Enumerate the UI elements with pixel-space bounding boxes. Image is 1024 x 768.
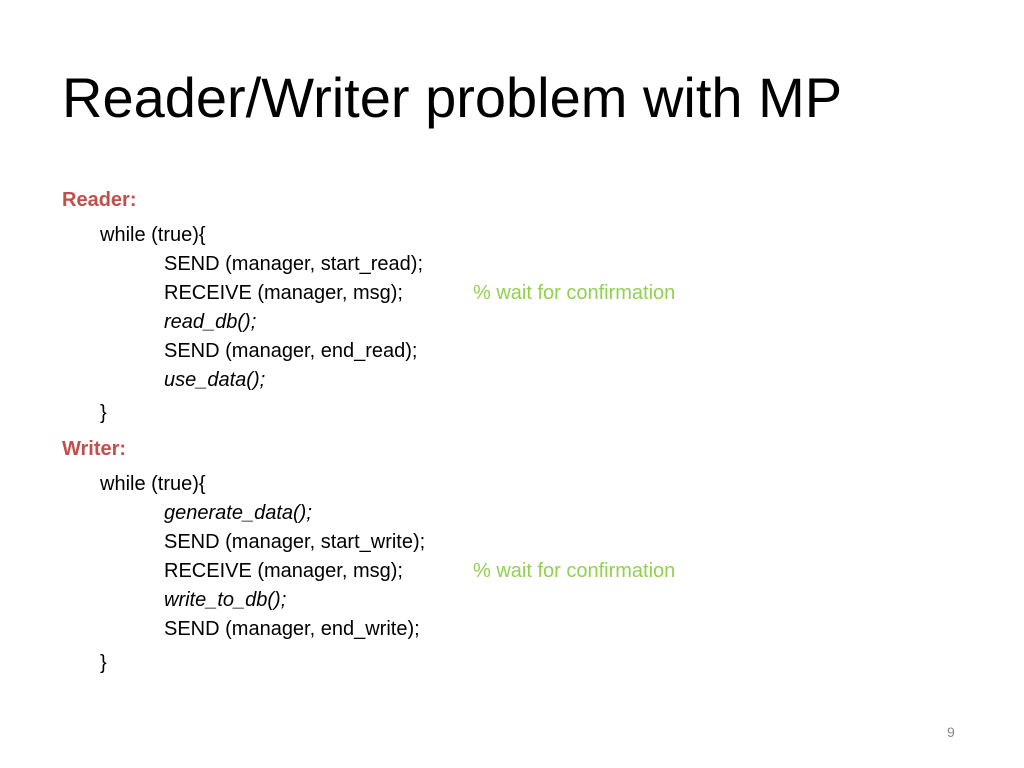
writer-line-write-to-db: write_to_db(); [164, 589, 287, 611]
reader-line-receive: RECEIVE (manager, msg); [164, 282, 403, 304]
reader-line-send-start-read: SEND (manager, start_read); [164, 253, 423, 275]
reader-line-send-end-read: SEND (manager, end_read); [164, 340, 418, 362]
reader-loop-open: while (true){ [100, 224, 206, 246]
reader-comment: % wait for confirmation [473, 282, 676, 304]
writer-line-send-start-write: SEND (manager, start_write); [164, 531, 426, 553]
writer-line-send-end-write: SEND (manager, end_write); [164, 618, 420, 640]
reader-line-use-data: use_data(); [164, 369, 266, 391]
page-number: 9 [947, 724, 955, 740]
writer-line-generate-data: generate_data(); [164, 502, 312, 524]
writer-comment: % wait for confirmation [473, 560, 676, 582]
writer-line-receive: RECEIVE (manager, msg); [164, 560, 403, 582]
reader-label: Reader: [62, 189, 137, 211]
writer-label: Writer: [62, 438, 127, 460]
reader-line-read-db: read_db(); [164, 311, 257, 333]
writer-loop-open: while (true){ [100, 473, 206, 495]
slide-title: Reader/Writer problem with MP [62, 66, 843, 129]
reader-loop-close: } [100, 402, 107, 424]
writer-loop-close: } [100, 652, 107, 674]
